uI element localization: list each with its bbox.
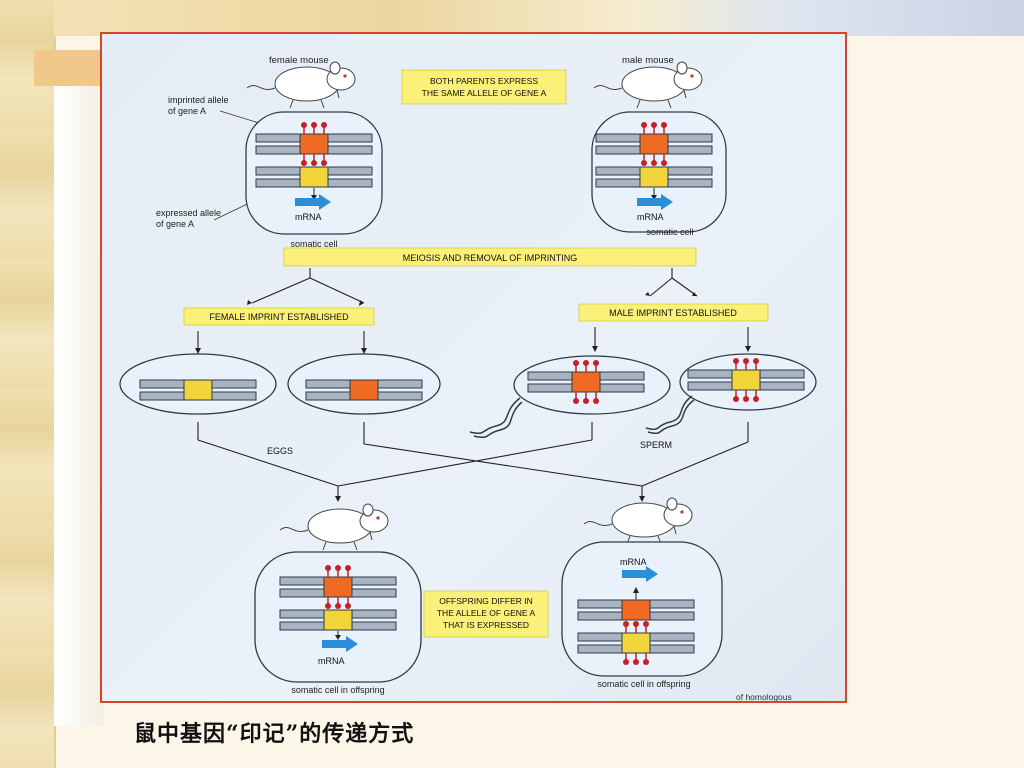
offspring-differ-line-1: OFFSPRING DIFFER IN [439, 596, 533, 606]
slide-caption: 鼠中基因“印记”的传递方式 [134, 721, 415, 747]
sperm-cell-2 [645, 353, 817, 435]
offspring-mouse-2-icon [583, 497, 693, 545]
offspring-1-somatic-label: somatic cell in offspring [291, 685, 384, 695]
imprinted-allele-label-2: of gene A [168, 106, 206, 116]
meiosis-box: MEIOSIS AND REMOVAL OF IMPRINTING [283, 247, 697, 267]
male-somatic-cell: mRNA [591, 111, 727, 233]
mrna-arrow-icon [322, 636, 358, 652]
female-somatic-cell: mRNA [245, 111, 383, 235]
meiosis-label: MEIOSIS AND REMOVAL OF IMPRINTING [403, 253, 578, 263]
female-mouse-icon [246, 61, 356, 109]
male-imprint-label: MALE IMPRINT ESTABLISHED [609, 308, 737, 318]
egg-cell-2 [287, 353, 441, 415]
offspring-differ-line-3: THAT IS EXPRESSED [443, 620, 529, 630]
male-mouse-icon [593, 61, 703, 109]
branch-arrows [251, 268, 698, 304]
left-decorative-strip [0, 0, 56, 768]
both-parents-box: BOTH PARENTS EXPRESS THE SAME ALLELE OF … [401, 69, 567, 105]
mrna-arrow-icon [295, 194, 331, 210]
offspring-differ-box: OFFSPRING DIFFER IN THE ALLELE OF GENE A… [423, 590, 549, 638]
offspring-cell-2: mRNA [561, 541, 723, 677]
expressed-allele-label-1: expressed allele [156, 208, 221, 218]
male-mrna-label: mRNA [637, 212, 664, 222]
male-mouse-label: male mouse [622, 55, 674, 66]
top-accent-strip [34, 50, 100, 86]
mrna-arrow-icon [637, 194, 673, 210]
offspring-2-mrna-label: mRNA [620, 557, 647, 567]
female-somatic-cell-label: somatic cell [290, 239, 337, 249]
male-imprint-box: MALE IMPRINT ESTABLISHED [578, 303, 769, 322]
offspring-cell-1: mRNA [254, 551, 422, 683]
imprinting-diagram: female mouse male mouse BOTH PARENTS EXP… [119, 55, 817, 701]
mrna-arrow-icon [622, 566, 658, 582]
left-shadow-column [54, 86, 104, 726]
male-somatic-cell-label: somatic cell [646, 227, 693, 237]
offspring-mouse-1-icon [279, 503, 389, 551]
both-parents-line-1: BOTH PARENTS EXPRESS [430, 76, 538, 86]
female-mouse-label: female mouse [269, 55, 329, 66]
imprinted-allele-label-1: imprinted allele [168, 95, 229, 105]
cropped-page-text: of homologous [736, 692, 792, 701]
eggs-label: EGGS [267, 446, 293, 456]
female-imprint-label: FEMALE IMPRINT ESTABLISHED [209, 312, 349, 322]
female-mrna-label: mRNA [295, 212, 322, 222]
expressed-allele-label-2: of gene A [156, 219, 194, 229]
offspring-1-mrna-label: mRNA [318, 656, 345, 666]
both-parents-line-2: THE SAME ALLELE OF GENE A [422, 88, 547, 98]
fertilization-lines [197, 422, 749, 500]
top-decorative-band [54, 0, 1024, 36]
sperm-label: SPERM [640, 440, 672, 450]
sperm-cell-1 [469, 355, 671, 439]
offspring-differ-line-2: THE ALLELE OF GENE A [437, 608, 536, 618]
female-imprint-box: FEMALE IMPRINT ESTABLISHED [183, 307, 375, 326]
figure-frame: female mouse male mouse BOTH PARENTS EXP… [100, 32, 847, 703]
offspring-2-somatic-label: somatic cell in offspring [597, 679, 690, 689]
egg-cell-1 [119, 353, 277, 415]
